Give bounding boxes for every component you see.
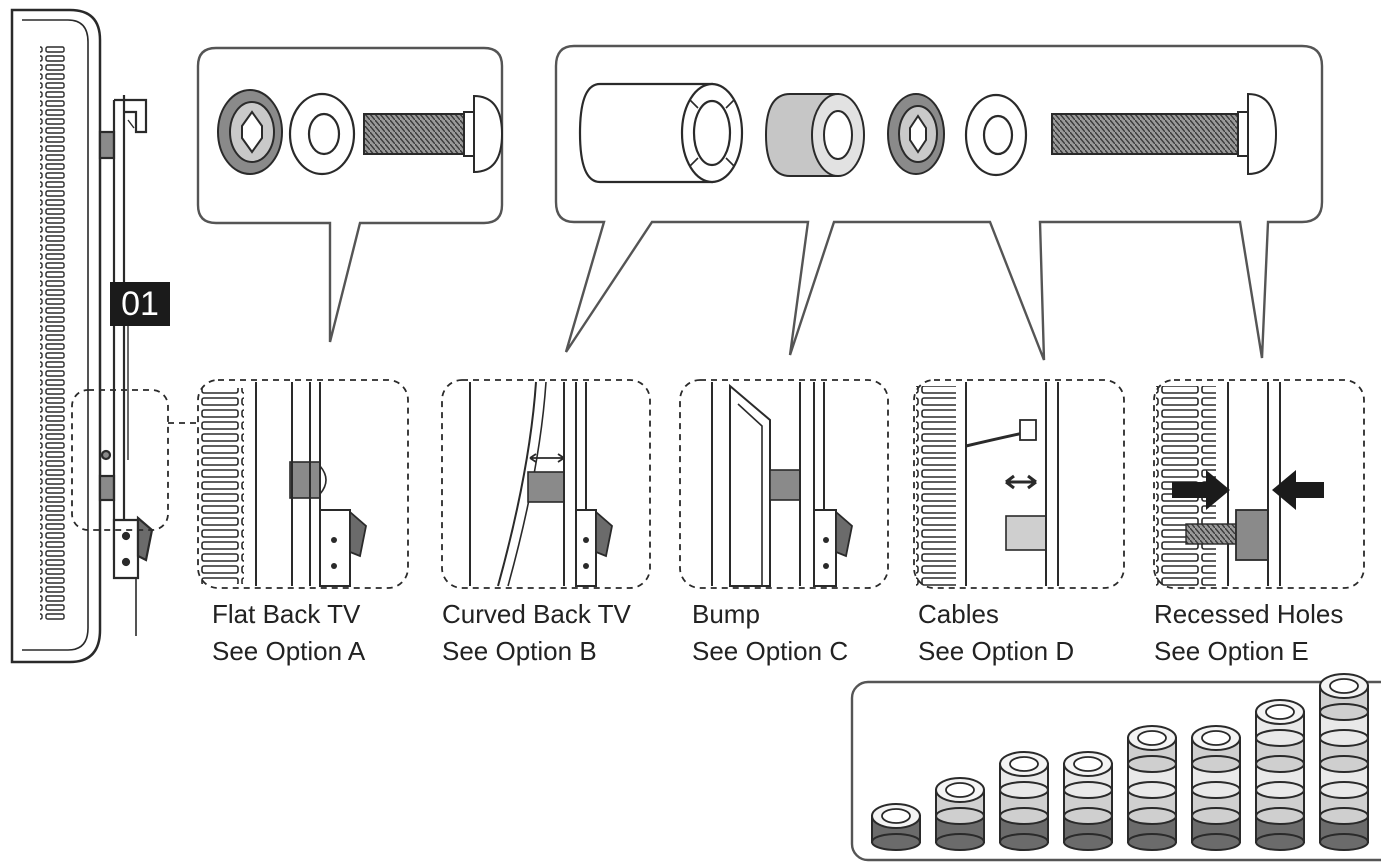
spacer-stack-icon: [999, 751, 1049, 851]
tv-side-view: [10, 8, 102, 664]
panel-curved-back: [441, 379, 651, 589]
spacer-stack-icon: [871, 803, 921, 851]
spacer-ring-icon-2: [887, 93, 945, 175]
option-d-subtitle: See Option D: [918, 636, 1075, 666]
option-d-title: Cables: [918, 599, 999, 629]
wall-bracket: [98, 95, 154, 636]
option-b-title: Curved Back TV: [442, 599, 631, 629]
option-e-subtitle: See Option E: [1154, 636, 1309, 666]
spacer-stacks: [871, 673, 1369, 851]
spacer-stack-icon: [1063, 751, 1113, 851]
panel-bump: [679, 379, 889, 589]
panel-cables: [913, 379, 1125, 589]
option-c-caption: Bump See Option C: [692, 596, 848, 670]
option-c-subtitle: See Option C: [692, 636, 849, 666]
option-a-subtitle: See Option A: [212, 636, 366, 666]
option-b-subtitle: See Option B: [442, 636, 597, 666]
option-a-title: Flat Back TV: [212, 599, 361, 629]
spacer-stack-icon: [1127, 725, 1177, 851]
step-number-badge: 01: [110, 282, 170, 326]
option-c-title: Bump: [692, 599, 760, 629]
panel-recessed-holes: [1153, 379, 1365, 589]
option-e-caption: Recessed Holes See Option E: [1154, 596, 1343, 670]
washer-icon: [288, 92, 356, 176]
long-bolt-icon: [1051, 92, 1278, 176]
zoom-region-box: [71, 389, 169, 531]
spacer-stack-icon: [1255, 699, 1305, 851]
washer-icon-2: [964, 93, 1028, 177]
option-e-title: Recessed Holes: [1154, 599, 1344, 629]
short-spacer-icon: [764, 93, 865, 177]
bolt-icon: [363, 94, 504, 174]
panel-flat-back: [197, 379, 409, 589]
long-spacer-icon: [578, 82, 744, 184]
spacer-ring-icon: [217, 89, 283, 175]
spacer-stack-icon: [1319, 673, 1369, 851]
option-d-caption: Cables See Option D: [918, 596, 1074, 670]
spacer-stack-icon: [935, 777, 985, 851]
spacer-stack-icon: [1191, 725, 1241, 851]
option-a-caption: Flat Back TV See Option A: [212, 596, 365, 670]
option-b-caption: Curved Back TV See Option B: [442, 596, 631, 670]
